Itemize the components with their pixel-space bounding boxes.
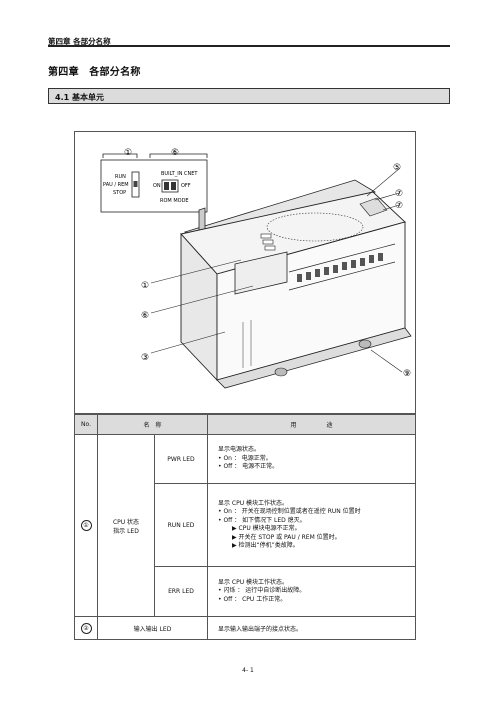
header-rule — [48, 45, 450, 47]
pwr-led-label: PWR LED — [154, 434, 208, 484]
col-name-header: 名 称 — [97, 414, 208, 435]
callout-7a: ⑦ — [395, 189, 403, 199]
page-number: 4- 1 — [242, 667, 254, 674]
row2-number: ② — [74, 616, 98, 640]
running-header: 第四章 各部分名称 — [48, 37, 111, 46]
plc-illustration: ① ⑥ RUN PAU / REM STOP BUILT_IN CNET ON … — [100, 148, 412, 389]
col-use-header: 用 途 — [207, 414, 416, 435]
run-led-description: 显示 CPU 模块工作状态。 • On ： 开关在现场控制位置或者在遥控 RUN… — [207, 483, 416, 567]
off-label: OFF — [181, 183, 191, 189]
callout-1: ① — [141, 281, 149, 291]
switch-label-pau: PAU / REM — [103, 182, 129, 188]
callout-3: ③ — [141, 353, 149, 363]
row2-description: 显示输入输出端子的接点状态。 — [207, 616, 416, 640]
builtin-cnet-label: BUILT_IN CNET — [161, 171, 198, 177]
inset-callout-1: ① — [124, 148, 132, 158]
err-led-label: ERR LED — [154, 566, 208, 617]
rom-mode-label: ROM MODE — [160, 198, 189, 204]
col-no-header: No. — [74, 414, 98, 435]
on-label: ON — [153, 183, 161, 189]
figure-frame: ① ⑥ RUN PAU / REM STOP BUILT_IN CNET ON … — [74, 131, 416, 414]
inset-callout-6: ⑥ — [171, 148, 179, 158]
row1-number: ① — [74, 434, 98, 617]
err-led-description: 显示 CPU 模块工作状态。 • 闪烁 ： 运行中自诊断出故障。 • Off ：… — [207, 566, 416, 617]
callout-9: ⑨ — [403, 369, 411, 379]
run-led-label: RUN LED — [154, 483, 208, 567]
callout-7b: ⑦ — [395, 201, 403, 211]
row2-name: 输入输出 LED — [97, 616, 208, 640]
callout-6: ⑥ — [141, 311, 149, 321]
section-heading: 4.1 基本单元 — [48, 88, 450, 104]
pwr-led-description: 显示电源状态。 • On ： 电源正常。 • Off ： 电源不正常。 — [207, 434, 416, 484]
component-table: No. 名 称 用 途 ① CPU 状态 指示 LED PWR LED 显示电源… — [74, 414, 416, 640]
row1-name: CPU 状态 指示 LED — [97, 434, 155, 617]
switch-label-stop: STOP — [113, 190, 126, 196]
switch-label-run: RUN — [115, 174, 126, 180]
callout-5: ⑤ — [393, 163, 401, 173]
page-title: 第四章 各部分名称 — [48, 67, 141, 78]
